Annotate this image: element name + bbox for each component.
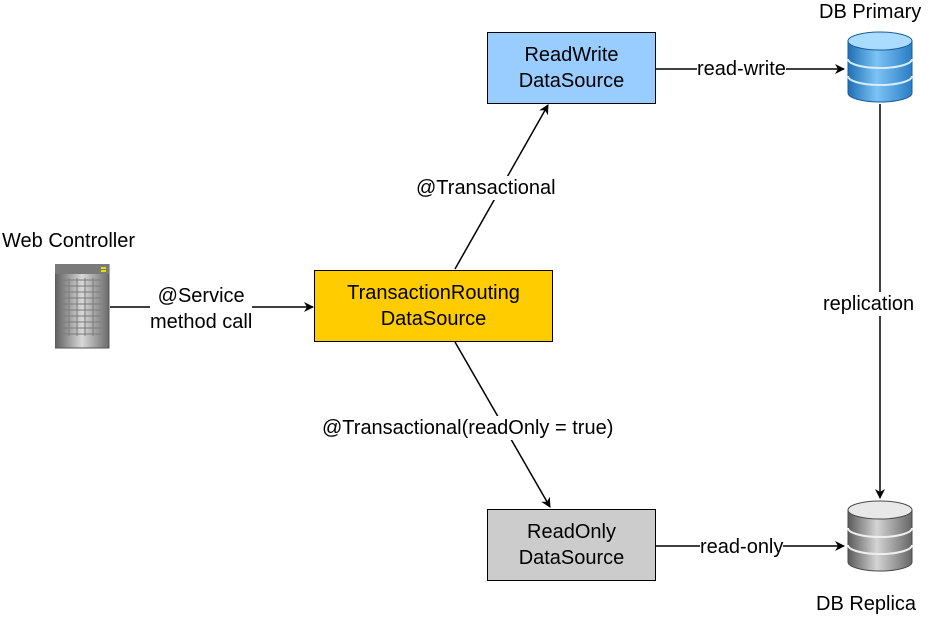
server-icon	[55, 264, 110, 349]
routing-line2: DataSource	[380, 308, 487, 330]
readonly-line2: DataSource	[518, 547, 625, 569]
service-call-label: @Service method call	[150, 283, 253, 335]
readwrite-line2: DataSource	[518, 70, 625, 92]
transactional-readonly-label: @Transactional(readOnly = true)	[322, 416, 614, 440]
transactional-label: @Transactional	[416, 176, 556, 200]
service-call-line1: @Service	[157, 285, 245, 307]
database-blue-icon	[847, 31, 913, 103]
routing-line1: TransactionRouting	[347, 282, 520, 304]
db-primary-label: DB Primary	[819, 1, 922, 23]
read-write-label: read-write	[697, 57, 786, 81]
readonly-datasource-box: ReadOnly DataSource	[487, 509, 656, 581]
database-gray-icon	[847, 500, 913, 572]
readwrite-datasource-box: ReadWrite DataSource	[487, 32, 656, 104]
web-controller-label: Web Controller	[2, 229, 136, 253]
readwrite-line1: ReadWrite	[524, 44, 619, 66]
read-only-label: read-only	[700, 535, 784, 559]
routing-datasource-box: TransactionRouting DataSource	[314, 270, 553, 342]
readonly-line1: ReadOnly	[527, 521, 616, 543]
replication-label: replication	[823, 292, 915, 316]
db-replica-label: DB Replica	[816, 593, 917, 615]
service-call-line2: method call	[150, 311, 253, 333]
